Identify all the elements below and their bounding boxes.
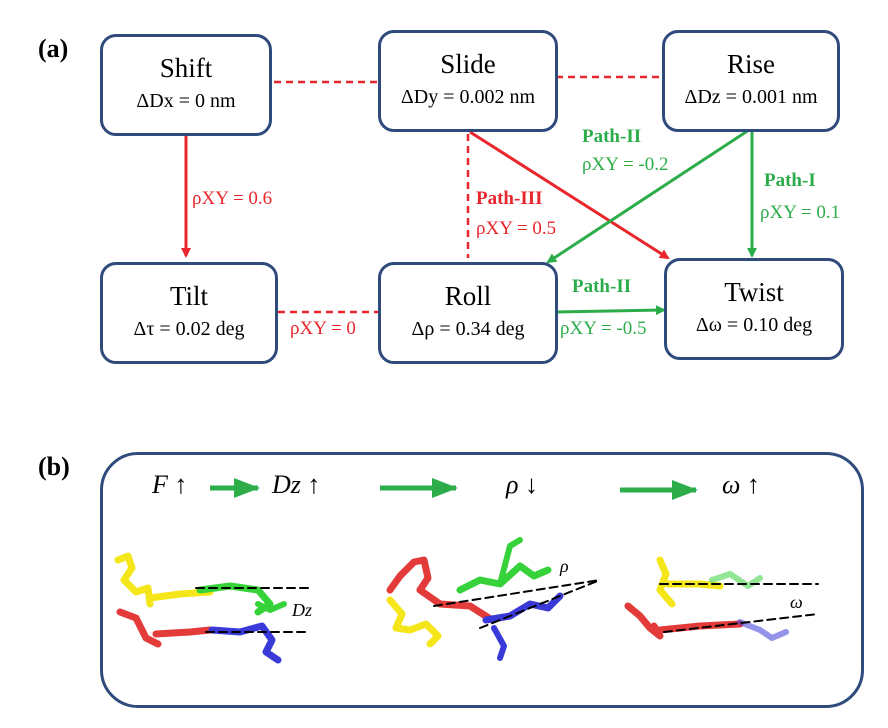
seq-term-rho-symbol: ρ: [506, 470, 519, 499]
edge-slide-twist: [469, 130, 670, 260]
node-roll: Roll Δρ = 0.34 deg: [378, 262, 558, 364]
node-twist: Twist Δω = 0.10 deg: [664, 258, 844, 360]
edge-roll-twist-path: Path-II: [572, 276, 632, 297]
node-shift-value: ΔDx = 0 nm: [136, 90, 236, 112]
seq-term-omega: ω ↑: [722, 470, 760, 500]
edge-rise-roll: [546, 126, 753, 264]
seq-term-dz-symbol: Dz: [272, 470, 301, 499]
panel-a-label: (a): [38, 34, 69, 63]
node-roll-value: Δρ = 0.34 deg: [411, 318, 525, 340]
node-tilt-title: Tilt: [169, 281, 209, 311]
molecule-omega-illustration: [624, 556, 819, 641]
arrow-up-icon: ↑: [746, 470, 760, 499]
edge-shift-tilt-rho: ρXY = 0.6: [192, 188, 273, 209]
edge-tilt-roll-rho: ρXY = 0: [290, 318, 356, 339]
molecule-omega-label: ω: [790, 592, 803, 612]
molecule-dz-label: Dz: [292, 600, 313, 620]
edge-rise-roll-path: Path-II: [582, 126, 642, 147]
arrow-down-icon: ↓: [524, 470, 538, 499]
seq-term-omega-symbol: ω: [722, 470, 741, 499]
edge-roll-twist: [555, 305, 666, 316]
panel-b-frame: [100, 452, 864, 708]
molecule-rho-illustration: [386, 537, 601, 661]
seq-term-rho: ρ ↓: [506, 470, 538, 500]
node-shift-title: Shift: [159, 53, 213, 83]
node-tilt: Tilt Δτ = 0.02 deg: [100, 262, 278, 364]
node-rise-value: ΔDz = 0.001 nm: [684, 86, 818, 108]
edge-rise-roll-rho: ρXY = -0.2: [582, 154, 669, 175]
seq-term-force: F ↑: [152, 470, 187, 500]
node-slide: Slide ΔDy = 0.002 nm: [378, 30, 558, 132]
node-tilt-value: Δτ = 0.02 deg: [133, 318, 245, 340]
edge-slide-twist-path: Path-III: [476, 188, 543, 209]
seq-term-dz: Dz ↑: [272, 470, 320, 500]
panel-b-label: (b): [38, 452, 70, 481]
node-twist-title: Twist: [724, 277, 784, 307]
seq-term-force-symbol: F: [152, 470, 168, 499]
node-twist-value: Δω = 0.10 deg: [695, 314, 813, 336]
edge-rise-twist-path: Path-I: [764, 170, 816, 191]
node-shift: Shift ΔDx = 0 nm: [100, 34, 272, 136]
arrow-up-icon: ↑: [174, 470, 188, 499]
molecule-dz-illustration: [114, 552, 311, 664]
molecule-rho-label: ρ: [560, 556, 569, 576]
edge-rise-twist-rho: ρXY = 0.1: [760, 202, 841, 223]
edge-roll-twist-rho: ρXY = -0.5: [560, 318, 647, 339]
node-rise: Rise ΔDz = 0.001 nm: [662, 30, 840, 132]
node-rise-title: Rise: [726, 49, 775, 79]
edge-slide-twist-rho: ρXY = 0.5: [476, 218, 557, 239]
arrow-up-icon: ↑: [307, 470, 321, 499]
node-roll-title: Roll: [444, 281, 492, 311]
node-slide-title: Slide: [440, 49, 496, 79]
node-slide-value: ΔDy = 0.002 nm: [400, 86, 536, 108]
